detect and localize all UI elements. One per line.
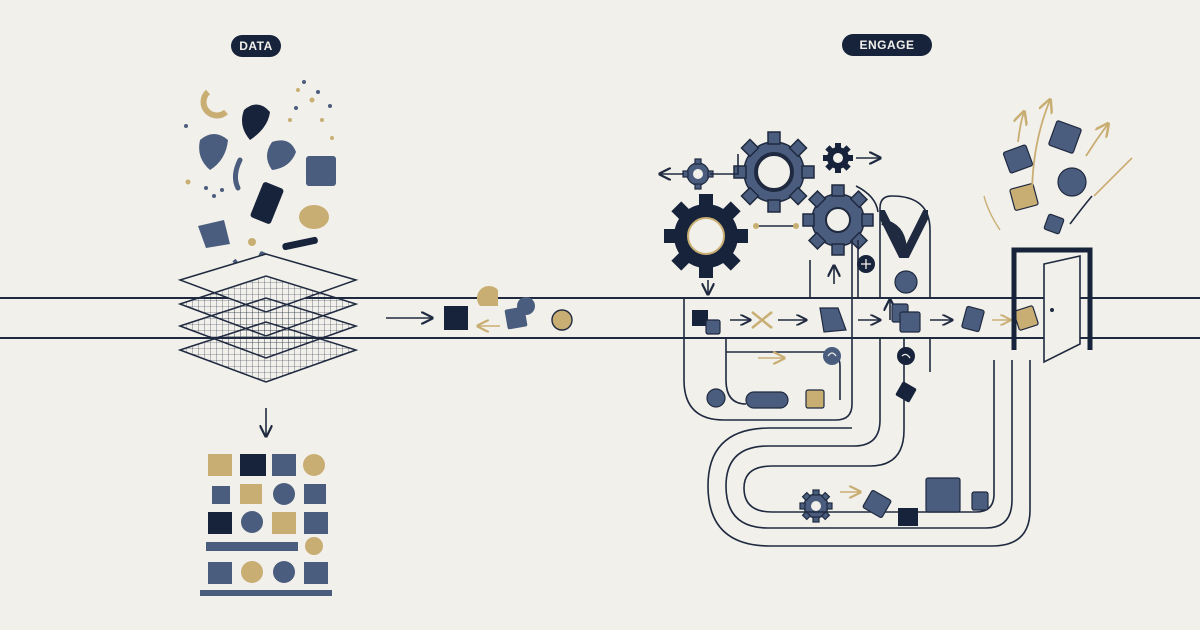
engage-flow-items — [692, 255, 1039, 526]
square-shape — [306, 156, 336, 186]
gear-icon — [799, 489, 833, 523]
data-scatter-cloud — [184, 80, 336, 281]
engage-stage-label: ENGAGE — [842, 34, 932, 56]
gear-icon — [733, 131, 815, 213]
drop-shape — [242, 104, 270, 140]
arc-shape — [200, 89, 229, 119]
drop-shape — [199, 134, 228, 170]
oval-shape — [299, 205, 329, 229]
gear-icon — [664, 194, 748, 278]
gear-icon — [802, 184, 874, 256]
pipeline-flow-items — [386, 285, 573, 330]
engage-connectors — [660, 154, 1031, 547]
gear-icon — [682, 158, 714, 190]
door-icon — [1043, 255, 1081, 364]
stacked-grid-layers — [177, 253, 359, 383]
semi-shape — [267, 140, 296, 170]
exit-door — [1011, 247, 1093, 364]
data-stage-label: DATA — [231, 35, 281, 57]
bar-shape — [250, 182, 284, 224]
sorted-shapes-grid — [200, 454, 332, 596]
gear-icon — [823, 143, 853, 173]
exiting-shapes — [983, 100, 1133, 235]
